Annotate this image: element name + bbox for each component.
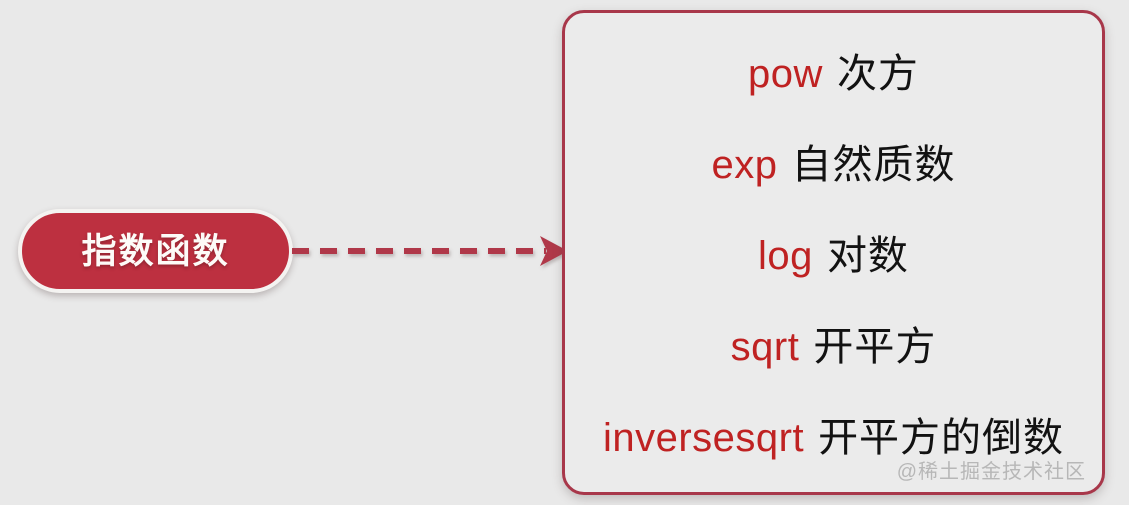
function-gloss: 对数	[826, 233, 909, 278]
function-gloss: 次方	[836, 51, 919, 96]
arrowhead-icon	[540, 236, 568, 266]
list-item[interactable]: exp 自然质数	[712, 119, 956, 210]
watermark: @稀土掘金技术社区	[896, 461, 1086, 483]
list-item[interactable]: log 对数	[758, 210, 909, 301]
function-gloss: 自然质数	[791, 142, 956, 187]
dashed-arrow-connector	[292, 236, 568, 266]
node-label: 指数函数	[81, 231, 230, 271]
node-exponential-functions[interactable]: 指数函数	[18, 209, 293, 293]
list-item[interactable]: sqrt 开平方	[731, 301, 937, 392]
function-keyword: sqrt	[730, 324, 800, 369]
function-gloss: 开平方	[813, 324, 937, 369]
function-keyword: log	[758, 233, 813, 278]
function-keyword: pow	[748, 51, 823, 96]
list-item[interactable]: inversesqrt 开平方的倒数	[603, 392, 1064, 483]
list-item[interactable]: pow 次方	[748, 28, 919, 119]
function-list: pow 次方 exp 自然质数 log 对数 sqrt 开平方 inverses…	[565, 22, 1102, 483]
function-keyword: inversesqrt	[602, 415, 805, 460]
function-keyword: exp	[711, 142, 778, 187]
panel-function-list: pow 次方 exp 自然质数 log 对数 sqrt 开平方 inverses…	[562, 10, 1105, 495]
function-gloss: 开平方的倒数	[818, 415, 1065, 460]
